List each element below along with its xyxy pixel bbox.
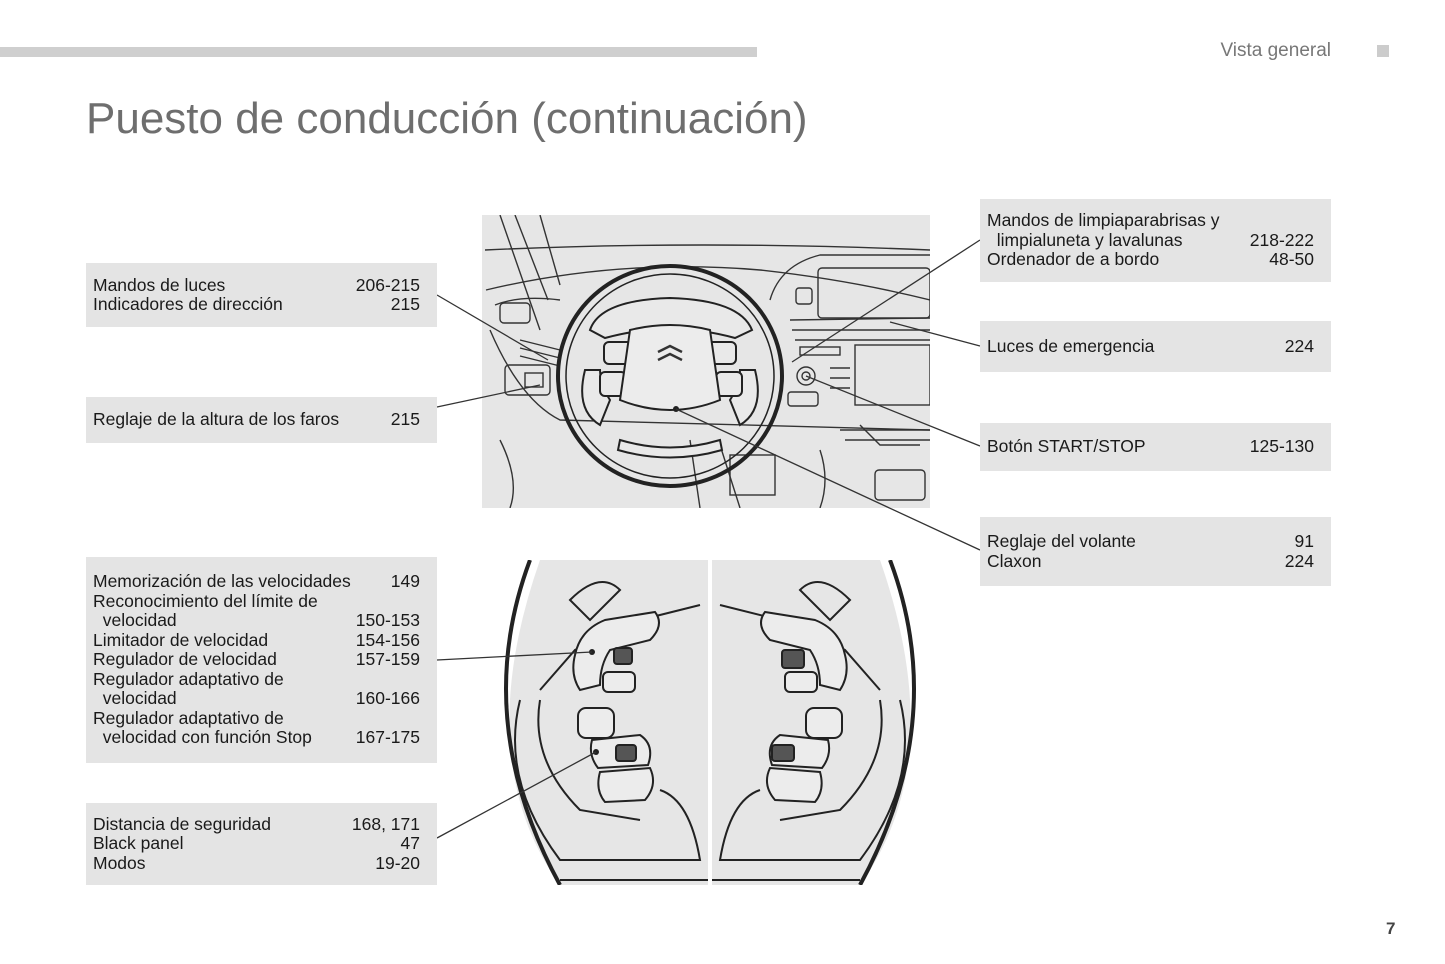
callout-box-lights: Mandos de luces 206-215 Indicadores de di… <box>86 263 437 327</box>
entry-row: velocidad 160-166 <box>93 689 420 709</box>
entry-page: 168, 171 <box>351 813 420 834</box>
entry-label: Limitador de velocidad <box>93 629 269 650</box>
entry-row: limpialuneta y lavalunas 218-222 <box>987 229 1314 251</box>
entry-label: velocidad <box>93 688 177 709</box>
entry-label: velocidad <box>93 610 177 631</box>
entry-row: Reglaje del volante 91 <box>987 531 1314 552</box>
entry-label: Botón START/STOP <box>987 436 1146 457</box>
page-number: 7 <box>1386 919 1396 938</box>
callout-box-speed-controls: Memorización de las velocidades 149 Recon… <box>86 557 437 763</box>
steering-wheel-left-controls <box>482 560 708 885</box>
entry-label: Black panel <box>93 833 184 854</box>
page-title: Puesto de conducción (continuación) <box>86 94 808 143</box>
entry-label: Mandos de luces <box>93 274 226 295</box>
dashboard-drawing <box>482 215 930 508</box>
entry-page: 215 <box>390 294 420 314</box>
entry-page: 149 <box>390 571 420 592</box>
entry-label: Memorización de las velocidades <box>93 571 351 592</box>
entry-page: 47 <box>400 833 420 854</box>
entry-row: Regulador adaptativo de <box>93 707 420 729</box>
entry-label: Ordenador de a bordo <box>987 249 1160 270</box>
entry-page: 91 <box>1294 531 1314 551</box>
entry-row: Claxon 224 <box>987 550 1314 572</box>
entry-page: 48-50 <box>1269 249 1314 270</box>
entry-row: Memorización de las velocidades 149 <box>93 572 420 592</box>
entry-page: 206-215 <box>355 274 420 295</box>
entry-label: Regulador adaptativo de <box>93 668 284 689</box>
entry-label: Luces de emergencia <box>987 335 1155 356</box>
entry-row: Indicadores de dirección 215 <box>93 294 420 315</box>
entry-row: Limitador de velocidad 154-156 <box>93 629 420 651</box>
entry-label: velocidad con función Stop <box>93 727 312 748</box>
callout-box-hazard-lights: Luces de emergencia 224 <box>980 321 1331 372</box>
callout-lines <box>436 239 981 839</box>
entry-page: 19-20 <box>375 852 420 873</box>
entry-row: Botón START/STOP 125-130 <box>987 437 1314 457</box>
entry-row: Regulador adaptativo de <box>93 668 420 690</box>
entry-label: Claxon <box>987 550 1042 571</box>
entry-label: Reconocimiento del límite de <box>93 590 318 611</box>
entry-page: 218-222 <box>1249 229 1314 250</box>
entry-label: Regulador adaptativo de <box>93 707 284 728</box>
entry-label: Modos <box>93 852 146 873</box>
entry-page: 125-130 <box>1249 436 1314 457</box>
section-marker <box>1377 45 1389 57</box>
entry-row: Luces de emergencia 224 <box>987 335 1314 357</box>
entry-page: 224 <box>1284 335 1314 356</box>
callout-box-steering-wheel: Reglaje del volante 91 Claxon 224 <box>980 517 1331 586</box>
callout-box-wipers: Mandos de limpiaparabrisas y limpialunet… <box>980 199 1331 282</box>
section-title: Vista general <box>1220 40 1331 61</box>
entry-page: 157-159 <box>355 649 420 670</box>
entry-row: Mandos de luces 206-215 <box>93 274 420 296</box>
entry-page: 224 <box>1284 550 1314 571</box>
entry-row: Reglaje de la altura de los faros 215 <box>93 410 420 430</box>
entry-row: Black panel 47 <box>93 834 420 854</box>
entry-row: Ordenador de a bordo 48-50 <box>987 250 1314 270</box>
entry-label: Mandos de limpiaparabrisas y <box>987 210 1220 231</box>
callout-box-start-stop: Botón START/STOP 125-130 <box>980 423 1331 471</box>
entry-page: 167-175 <box>355 727 420 748</box>
entry-row: Reconocimiento del límite de <box>93 590 420 612</box>
entry-row: velocidad con función Stop 167-175 <box>93 728 420 748</box>
entry-row: Distancia de seguridad 168, 171 <box>93 813 420 835</box>
entry-row: Modos 19-20 <box>93 852 420 874</box>
entry-label: Regulador de velocidad <box>93 649 277 670</box>
callout-box-headlamp-height: Reglaje de la altura de los faros 215 <box>86 397 437 443</box>
entry-label: Reglaje del volante <box>987 531 1136 551</box>
header-rule <box>0 47 757 57</box>
entry-page: 150-153 <box>355 610 420 631</box>
entry-label: Indicadores de dirección <box>93 294 283 314</box>
entry-label: Reglaje de la altura de los faros <box>93 409 340 430</box>
entry-row: velocidad 150-153 <box>93 611 420 631</box>
entry-page: 154-156 <box>355 629 420 650</box>
entry-row: Regulador de velocidad 157-159 <box>93 650 420 670</box>
entry-label: limpialuneta y lavalunas <box>987 229 1183 250</box>
entry-page: 215 <box>390 409 420 430</box>
entry-page: 160-166 <box>355 688 420 709</box>
entry-label: Distancia de seguridad <box>93 813 272 834</box>
entry-row: Mandos de limpiaparabrisas y <box>987 211 1314 231</box>
callout-box-safety-distance: Distancia de seguridad 168, 171 Black pan… <box>86 803 437 885</box>
steering-wheel-right-controls <box>712 560 938 885</box>
